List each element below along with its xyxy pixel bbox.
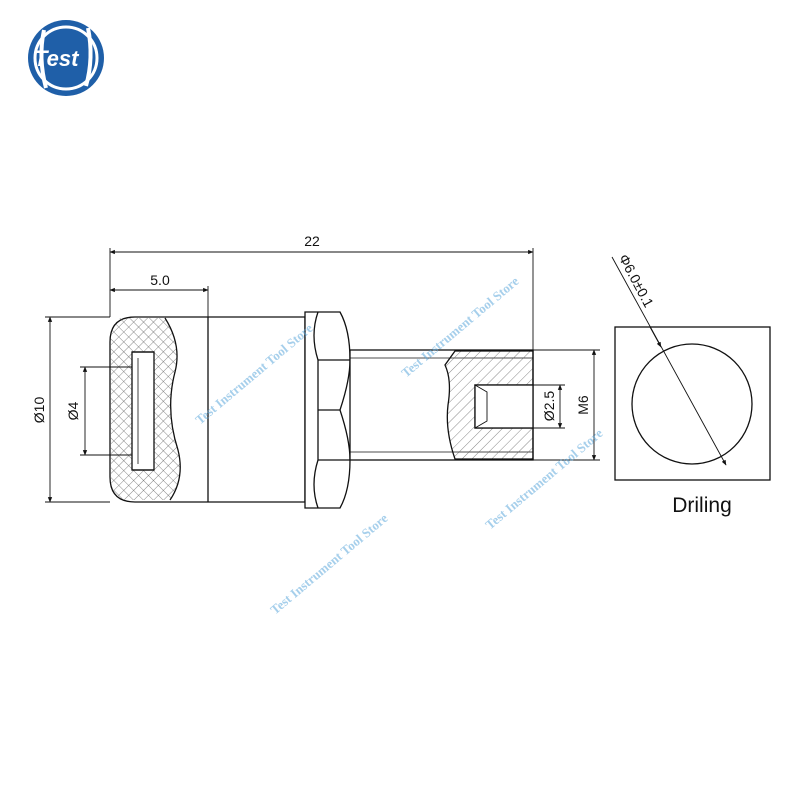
drilling-detail bbox=[611, 256, 771, 481]
watermark-4: Test Instrument Tool Store bbox=[267, 510, 391, 617]
drilling-caption: Driling bbox=[672, 494, 732, 517]
bore-diameter-label: Ø4 bbox=[65, 401, 81, 420]
part-body bbox=[109, 311, 534, 509]
dimension-lines bbox=[45, 248, 600, 503]
overall-length-label: 22 bbox=[304, 233, 320, 249]
logo-text: Test bbox=[34, 46, 80, 71]
brand-logo: Test bbox=[28, 20, 104, 96]
thread-label: M6 bbox=[575, 395, 591, 415]
hole-diameter-label: Ø2.5 bbox=[541, 391, 557, 422]
bore-depth-label: 5.0 bbox=[150, 272, 170, 288]
outer-diameter-label: Ø10 bbox=[31, 397, 47, 424]
